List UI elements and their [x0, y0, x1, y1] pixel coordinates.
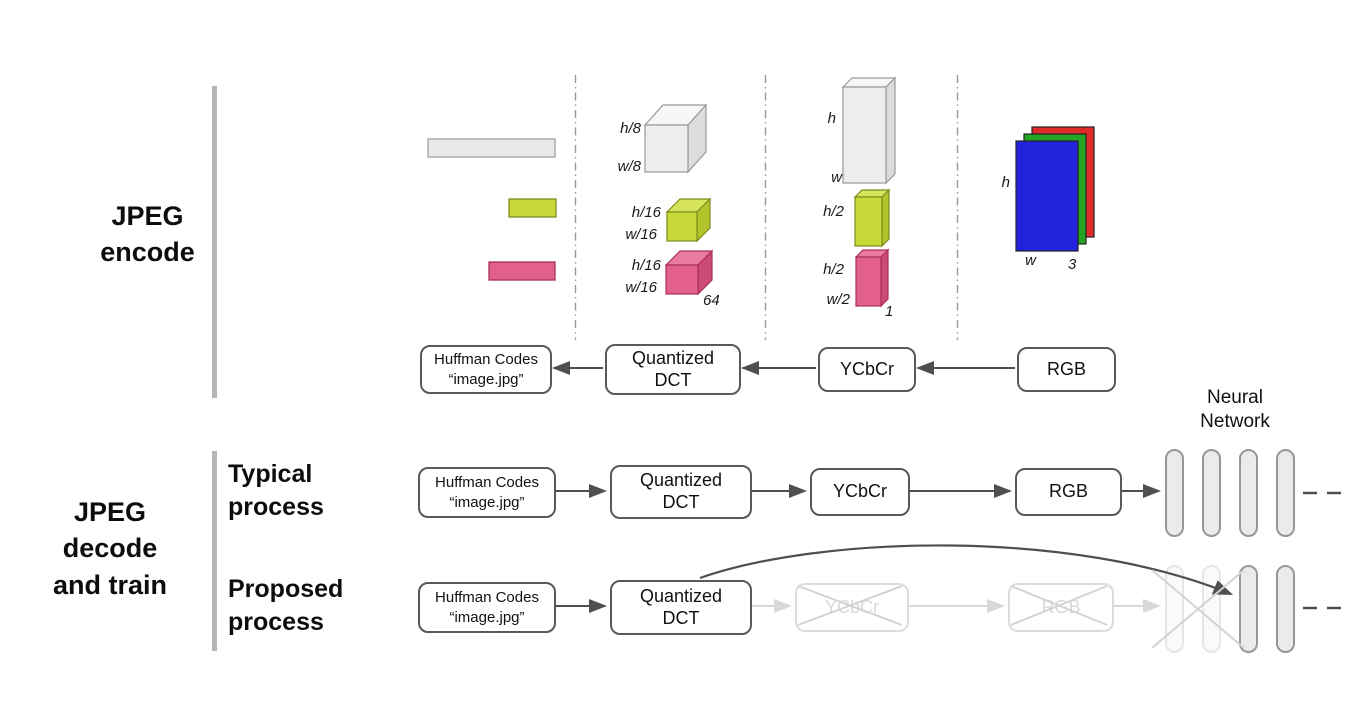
proposed-nn-layer-1-faded — [1165, 565, 1184, 653]
rgb-image-planes — [1015, 126, 1095, 252]
proposed-huffman-text: Huffman Codes “image.jpg” — [435, 589, 539, 626]
dim-rgb-w-label: w — [1025, 252, 1036, 269]
typical-quantized-dct-text: Quantized DCT — [639, 470, 723, 512]
typical-nn-layer-2 — [1202, 449, 1221, 537]
typical-process-label: Typical process — [228, 460, 324, 521]
cb-plane-slab — [853, 188, 891, 248]
dim-dct-cb-w-label: w/16 — [625, 226, 657, 243]
encode-rgb-box: RGB — [1017, 347, 1116, 392]
typical-rgb-box: RGB — [1015, 468, 1122, 516]
encode-huffman-box: Huffman Codes “image.jpg” — [420, 345, 552, 394]
dim-cr-depth-label: 1 — [885, 303, 894, 320]
dim-y-w-label: w — [831, 169, 842, 186]
dim-cr-h-label: h/2 — [823, 261, 844, 278]
dim-cb-h-label: h/2 — [823, 203, 844, 220]
typical-huffman-text: Huffman Codes “image.jpg” — [435, 474, 539, 511]
encode-rgb-text: RGB — [1046, 358, 1086, 379]
typical-huffman-box: Huffman Codes “image.jpg” — [418, 467, 556, 518]
compressed-bar-green — [508, 198, 557, 218]
compressed-bar-gray — [427, 138, 556, 158]
neural-network-label: Neural Network — [1200, 387, 1270, 432]
dim-dct-cr-w-label: w/16 — [625, 279, 657, 296]
encode-huffman-text: Huffman Codes “image.jpg” — [434, 351, 538, 388]
proposed-quantized-dct-text: Quantized DCT — [639, 585, 723, 628]
encode-ycbcr-text: YCbCr — [839, 358, 894, 379]
typical-nn-layer-1 — [1165, 449, 1184, 537]
proposed-quantized-dct-box: Quantized DCT — [610, 580, 752, 635]
dim-dct-y-w-label: w/8 — [617, 158, 641, 175]
dim-dct-cr-depth-label: 64 — [703, 292, 720, 309]
proposed-nn-layer-3 — [1239, 565, 1258, 653]
typical-quantized-dct-box: Quantized DCT — [610, 465, 752, 519]
proposed-rgb-box-faded: RGB — [1008, 583, 1114, 632]
proposed-nn-layer-2-faded — [1202, 565, 1221, 653]
dct-y-cuboid — [643, 103, 708, 174]
proposed-nn-layer-4 — [1276, 565, 1295, 653]
y-plane-slab — [841, 76, 897, 185]
cr-plane-slab — [854, 248, 890, 308]
proposed-ycbcr-text: YCbCr — [824, 596, 879, 617]
encode-quantized-dct-box: Quantized DCT — [605, 344, 741, 395]
typical-ycbcr-text: YCbCr — [832, 481, 887, 502]
dim-dct-y-h-label: h/8 — [620, 120, 641, 137]
typical-rgb-text: RGB — [1048, 481, 1088, 502]
dim-dct-cr-h-label: h/16 — [631, 257, 661, 274]
proposed-ycbcr-box-faded: YCbCr — [795, 583, 909, 632]
dim-y-h-label: h — [827, 110, 836, 127]
encode-section-label: JPEG encode — [100, 201, 195, 268]
dct-cr-cube — [664, 249, 714, 296]
encode-ycbcr-box: YCbCr — [818, 347, 916, 392]
typical-ycbcr-box: YCbCr — [810, 468, 910, 516]
dim-dct-cb-h-label: h/16 — [631, 204, 661, 221]
typical-nn-layer-3 — [1239, 449, 1258, 537]
compressed-bar-pink — [488, 261, 556, 281]
dim-rgb-h-label: h — [1001, 174, 1010, 191]
proposed-rgb-text: RGB — [1041, 596, 1081, 617]
proposed-huffman-box: Huffman Codes “image.jpg” — [418, 582, 556, 633]
proposed-process-label: Proposed process — [228, 575, 344, 636]
encode-quantized-dct-text: Quantized DCT — [631, 347, 715, 390]
decode-section-divider — [212, 451, 217, 651]
dct-cb-cube — [665, 197, 712, 243]
dim-cr-w-label: w/2 — [826, 291, 850, 308]
encode-section-divider — [212, 86, 217, 398]
decode-section-label: JPEG decode and train — [52, 497, 167, 600]
typical-nn-layer-4 — [1276, 449, 1295, 537]
dim-rgb-channels-label: 3 — [1068, 256, 1077, 273]
